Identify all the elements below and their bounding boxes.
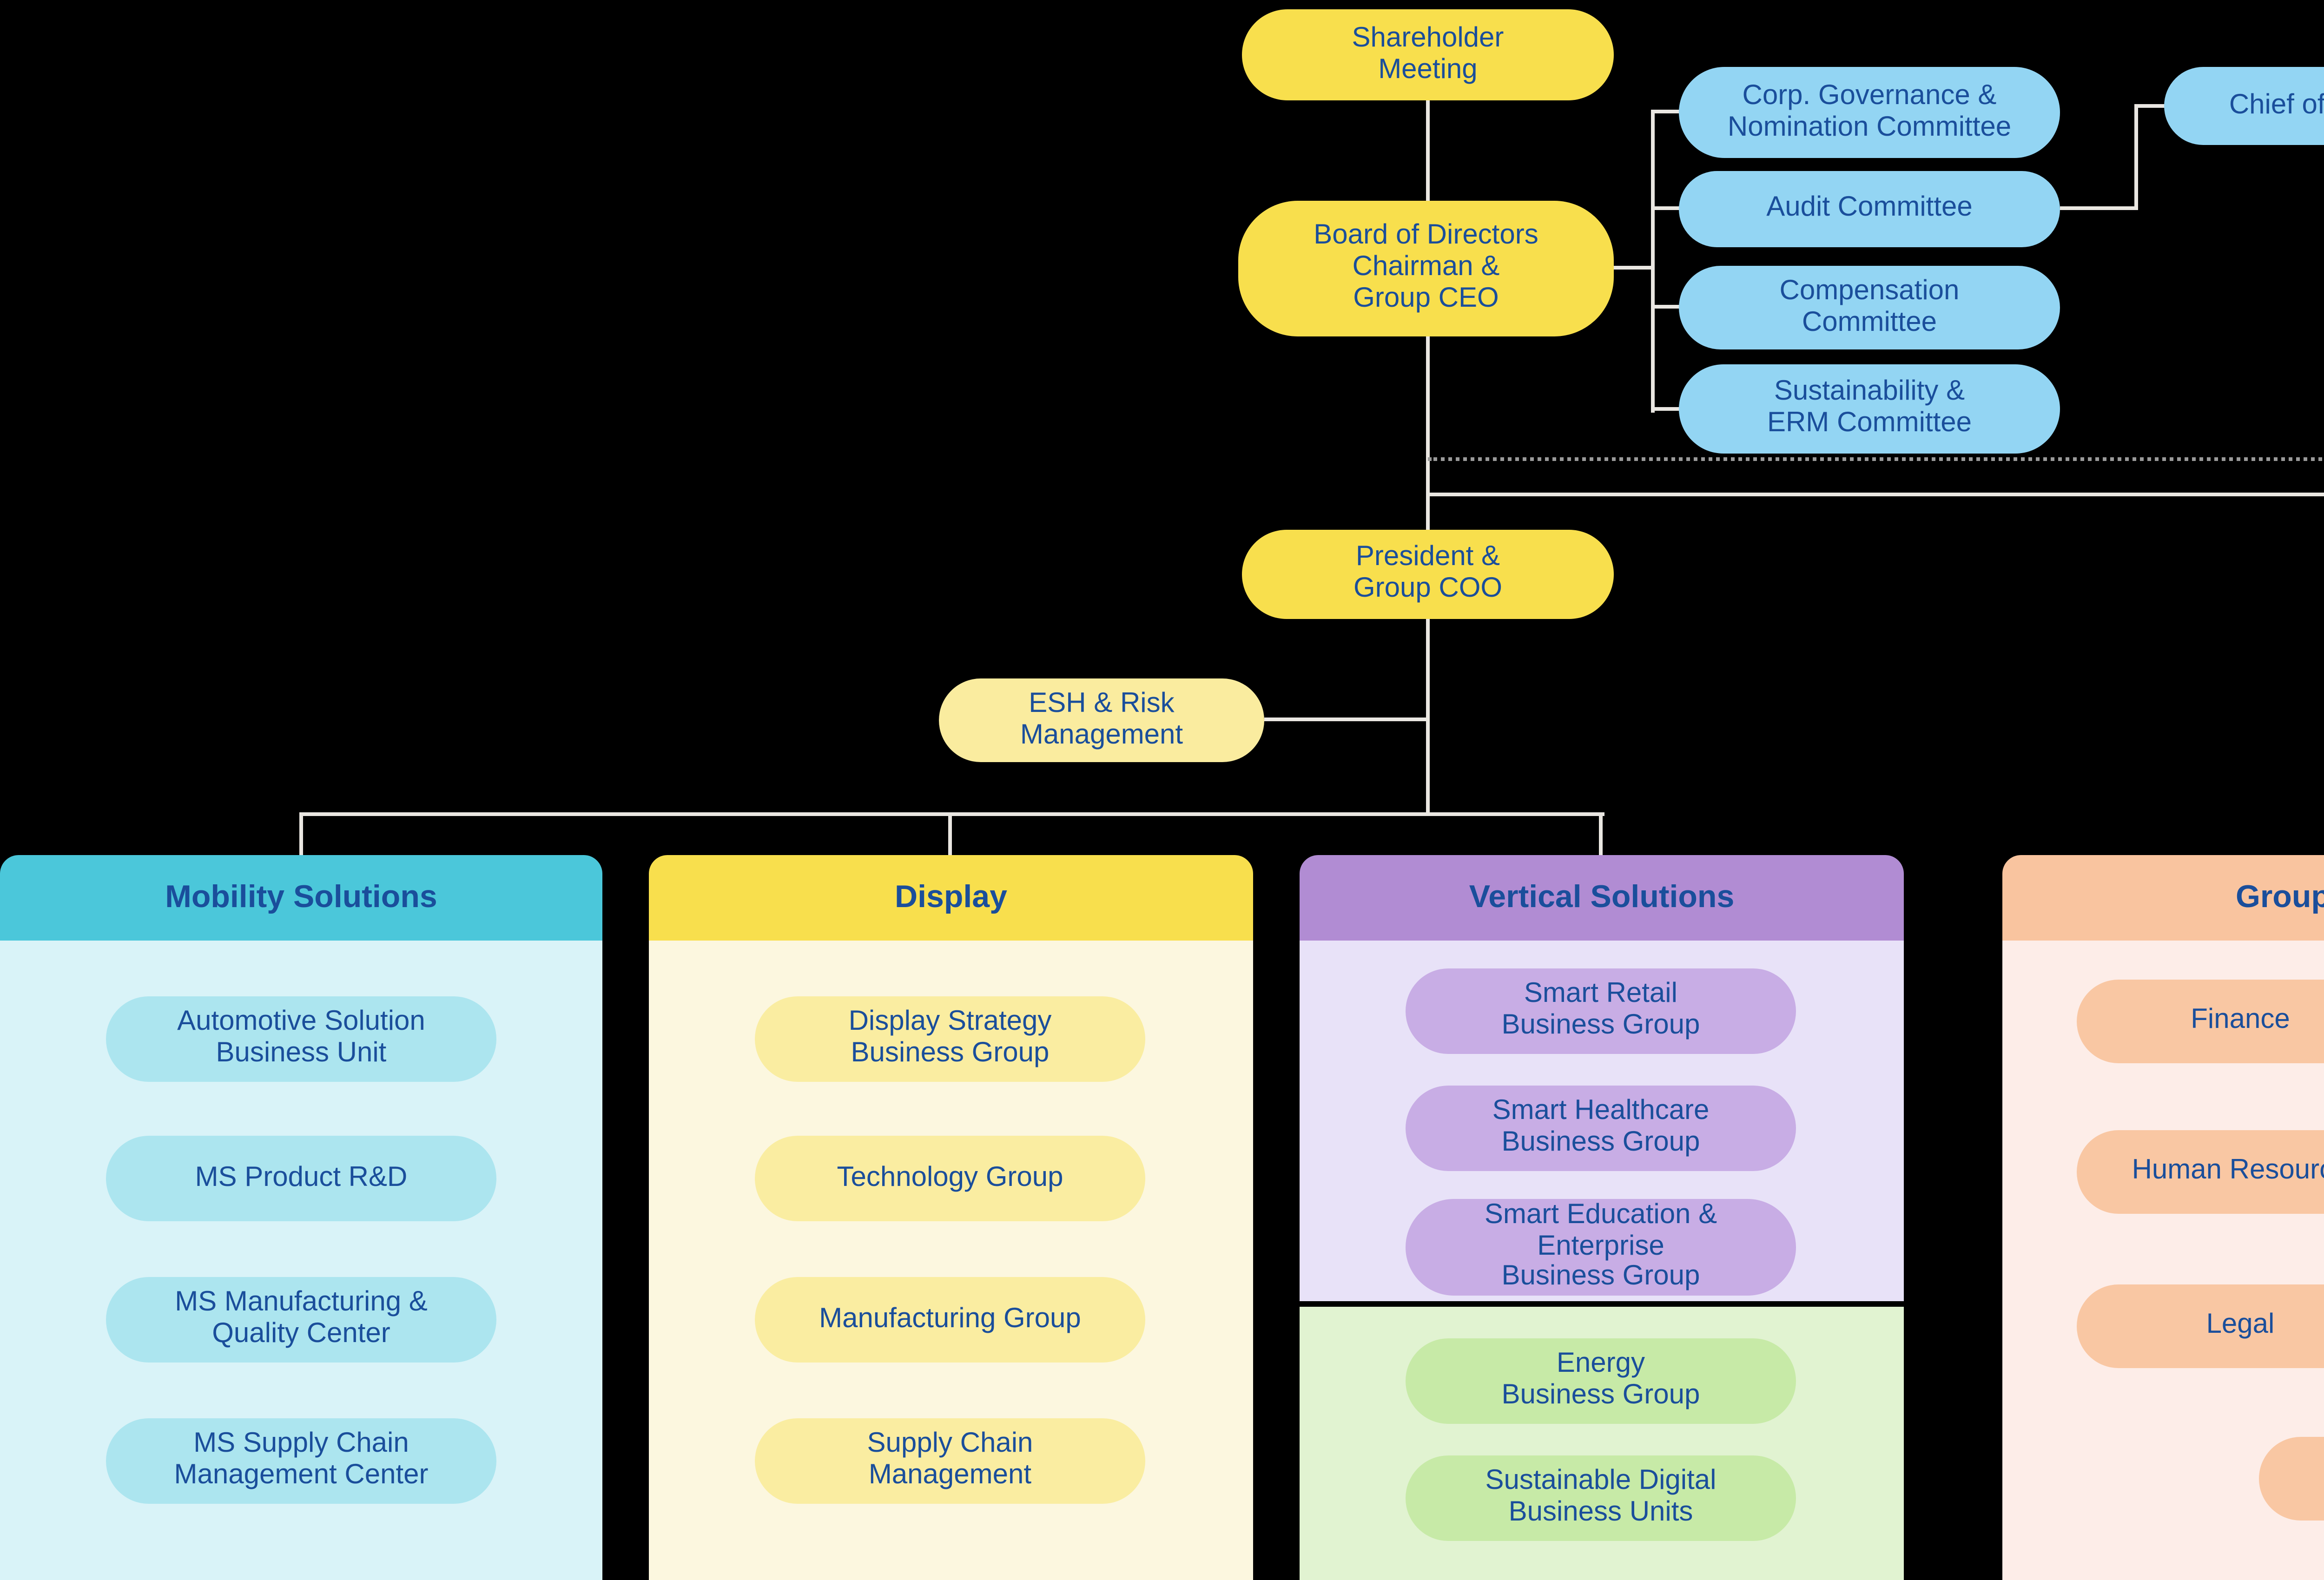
node-board-of-directors: Board of Directors Chairman & Group CEO [1238,201,1614,336]
committee-corp-governance-nomination: Corp. Governance & Nomination Committee [1679,67,2060,158]
connector-shareholder-board [1426,100,1430,204]
unit-supply-chain-management: Supply Chain Management [755,1418,1145,1504]
unit-smart-education-enterprise: Smart Education & Enterprise Business Gr… [1406,1198,1796,1296]
node-chief-of-compliance: Chief of Compliance [2164,67,2324,145]
dotted-compliance-across [1428,457,2324,461]
unit-sustainable-digital: Sustainable Digital Business Units [1406,1455,1796,1541]
node-shareholder-meeting: Shareholder Meeting [1242,9,1614,100]
unit-smart-retail: Smart Retail Business Group [1406,968,1796,1054]
unit-auditing: Auditing [2259,1437,2324,1521]
dept-header-vertical-solutions: Vertical Solutions [1300,855,1904,941]
unit-manufacturing-group: Manufacturing Group [755,1277,1145,1363]
unit-automotive-solution: Automotive Solution Business Unit [106,996,496,1082]
connector-president-distribution [1426,617,1430,816]
committee-sustainability-erm: Sustainability & ERM Committee [1679,364,2060,454]
unit-smart-healthcare: Smart Healthcare Business Group [1406,1086,1796,1171]
dept-header-group-infrastructure: Group Infrastructure Unit [2002,855,2324,941]
unit-display-strategy: Display Strategy Business Group [755,996,1145,1082]
dept-header-mobility-solutions: Mobility Solutions [0,855,602,941]
unit-technology-group: Technology Group [755,1136,1145,1221]
connector-stub-governance [1651,110,1681,113]
committee-compensation: Compensation Committee [1679,266,2060,349]
unit-ms-supply-chain: MS Supply Chain Management Center [106,1418,496,1504]
node-president-group-coo: President & Group COO [1242,530,1614,619]
connector-esh [1264,718,1428,721]
connector-board-bracket [1614,266,1655,270]
unit-ms-manufacturing-quality: MS Manufacturing & Quality Center [106,1277,496,1363]
connector-stub-compensation [1651,305,1681,309]
unit-energy-business: Energy Business Group [1406,1338,1796,1424]
connector-drop-vertical [1599,812,1603,859]
connector-branch-infrastructure [1426,493,2324,496]
connector-audit-right [2060,206,2138,210]
committee-audit: Audit Committee [1679,171,2060,247]
unit-legal: Legal [2077,1284,2324,1368]
connector-drop-display [948,812,952,859]
connector-committee-bracket [1651,110,1655,413]
connector-distribution-line [299,812,1604,816]
connector-stub-sustainability [1651,407,1681,411]
dept-header-display: Display [649,855,1253,941]
connector-drop-mobility [299,812,303,859]
connector-compliance-vertical [2134,104,2138,210]
unit-human-resource: Human Resource [2077,1130,2324,1214]
connector-compliance-stub [2134,104,2168,108]
node-esh-risk-management: ESH & Risk Management [939,678,1264,762]
connector-board-president [1426,335,1430,532]
unit-finance: Finance [2077,980,2324,1063]
unit-ms-product-rd: MS Product R&D [106,1136,496,1221]
connector-stub-audit [1651,206,1681,210]
